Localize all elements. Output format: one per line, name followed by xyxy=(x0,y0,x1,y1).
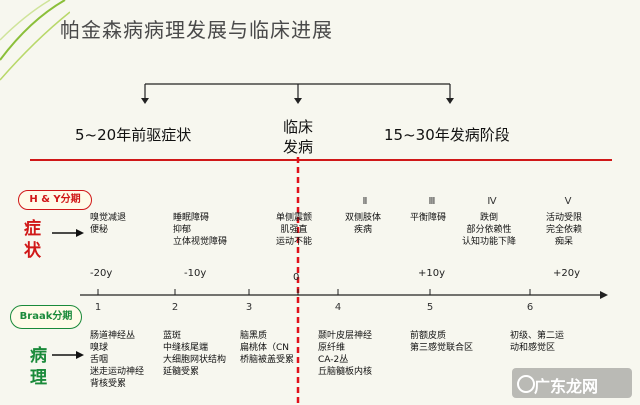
symptom-item: 嗅觉减退 xyxy=(90,213,127,223)
symptom-item: 双侧肢体 xyxy=(345,213,382,223)
pathology-item: 动和感觉区 xyxy=(510,343,556,353)
clinical-onset-label: 临床 发病 xyxy=(273,117,323,157)
watermark-badge: 广东龙网 xyxy=(512,368,632,398)
pathology-item: 延髓受累 xyxy=(163,367,200,377)
braak-stage-badge: Braak分期 xyxy=(10,305,82,329)
braak-stage-4: 4 xyxy=(334,302,342,313)
pathology-col-2: 蓝斑 中缝核尾端 大细胞网状结构 延髓受累 xyxy=(163,330,226,378)
disease-phase-label: 15~30年发病阶段 xyxy=(384,126,510,144)
pathology-item: 蓝斑 xyxy=(163,331,182,341)
hy-stage-badge: H & Y分期 xyxy=(18,190,92,210)
pathology-item: 脑黑质 xyxy=(240,331,268,341)
tick-label: +10y xyxy=(418,268,446,279)
page-title: 帕金森病病理发展与临床进展 xyxy=(60,18,333,42)
pathology-item: 丘脑髓板内核 xyxy=(318,367,373,377)
pathology-item: 舌咽 xyxy=(90,355,109,365)
pathology-col-6: 初级、第二运 动和感觉区 xyxy=(510,330,564,354)
symptom-item: 便秘 xyxy=(90,225,109,235)
pathology-item: 大细胞网状结构 xyxy=(163,355,227,365)
symptom-item: 肌强直 xyxy=(280,225,308,235)
symptom-item: 完全依赖 xyxy=(546,225,583,235)
symptom-item: 认知功能下降 xyxy=(462,237,517,247)
symptom-item: 疾病 xyxy=(354,225,373,235)
symptom-col-2: 睡眠障碍 抑郁 立体视觉障碍 xyxy=(173,212,227,248)
pathology-col-5: 前额皮质 第三感觉联合区 xyxy=(410,330,473,354)
pathology-side-char-1: 病 xyxy=(30,346,47,366)
watermark-logo-icon xyxy=(517,375,535,393)
hy-stage-4: Ⅳ xyxy=(487,196,497,207)
symptom-item: 抑郁 xyxy=(173,225,192,235)
braak-stage-1: 1 xyxy=(94,302,102,313)
tick-label: +20y xyxy=(553,268,581,279)
symptom-col-3: 单侧震颤 肌强直 运动不能 xyxy=(276,212,312,248)
symptom-side-char-2: 状 xyxy=(24,241,41,261)
prodromal-phase-label: 5~20年前驱症状 xyxy=(75,126,192,144)
symptom-item: 痴呆 xyxy=(555,237,574,247)
tick-label: 0 xyxy=(293,272,300,283)
braak-stage-3: 3 xyxy=(245,302,253,313)
symptom-side-label: 症 状 xyxy=(24,218,41,262)
pathology-col-4: 颞叶皮层神经 原纤维 CA-2丛 丘脑髓板内核 xyxy=(318,330,372,378)
pathology-item: 肠道神经丛 xyxy=(90,331,136,341)
pathology-item: 颞叶皮层神经 xyxy=(318,331,373,341)
pathology-item: CA-2丛 xyxy=(318,355,349,365)
symptom-item: 立体视觉障碍 xyxy=(173,237,228,247)
symptom-col-4: 双侧肢体 疾病 xyxy=(345,212,381,236)
pathology-item: 中缝核尾端 xyxy=(163,343,209,353)
symptom-col-1: 嗅觉减退 便秘 xyxy=(90,212,126,236)
symptom-item: 睡眠障碍 xyxy=(173,213,210,223)
pathology-col-3: 脑黑质 扁桃体（CN 桥脑被盖受累 xyxy=(240,330,294,366)
symptom-col-5: 平衡障碍 xyxy=(410,212,446,224)
symptom-item: 运动不能 xyxy=(276,237,313,247)
pathology-side-label: 病 理 xyxy=(30,345,47,389)
pathology-item: 第三感觉联合区 xyxy=(410,343,474,353)
symptom-col-6: 跌倒 部分依赖性 认知功能下降 xyxy=(462,212,516,248)
hy-stage-5: Ⅴ xyxy=(564,196,572,207)
braak-stage-2: 2 xyxy=(171,302,179,313)
symptom-item: 活动受限 xyxy=(546,213,583,223)
pathology-item: 背核受累 xyxy=(90,379,127,389)
braak-stage-6: 6 xyxy=(526,302,534,313)
watermark-text: 广东龙网 xyxy=(534,377,599,396)
symptom-side-char-1: 症 xyxy=(24,219,41,239)
hy-stage-3: Ⅲ xyxy=(428,196,436,207)
tick-label: -10y xyxy=(184,268,207,279)
pathology-item: 桥脑被盖受累 xyxy=(240,355,295,365)
pathology-item: 迷走运动神经 xyxy=(90,367,145,377)
hy-stage-2: Ⅱ xyxy=(362,196,368,207)
pathology-col-1: 肠道神经丛 嗅球 舌咽 迷走运动神经 背核受累 xyxy=(90,330,144,390)
pathology-item: 原纤维 xyxy=(318,343,346,353)
tick-label: -20y xyxy=(90,268,113,279)
symptom-item: 跌倒 xyxy=(480,213,499,223)
symptom-item: 平衡障碍 xyxy=(410,213,447,223)
pathology-item: 扁桃体（CN xyxy=(240,343,290,353)
pathology-item: 初级、第二运 xyxy=(510,331,565,341)
symptom-item: 单侧震颤 xyxy=(276,213,313,223)
decorative-leaf-lines xyxy=(0,0,70,81)
clinical-onset-line2: 发病 xyxy=(282,138,313,156)
pathology-item: 嗅球 xyxy=(90,343,109,353)
pathology-side-char-2: 理 xyxy=(30,368,47,388)
pathology-item: 前额皮质 xyxy=(410,331,447,341)
symptom-col-7: 活动受限 完全依赖 痴呆 xyxy=(546,212,582,248)
clinical-onset-line1: 临床 xyxy=(282,118,313,136)
braak-stage-5: 5 xyxy=(426,302,434,313)
symptom-item: 部分依赖性 xyxy=(466,225,512,235)
